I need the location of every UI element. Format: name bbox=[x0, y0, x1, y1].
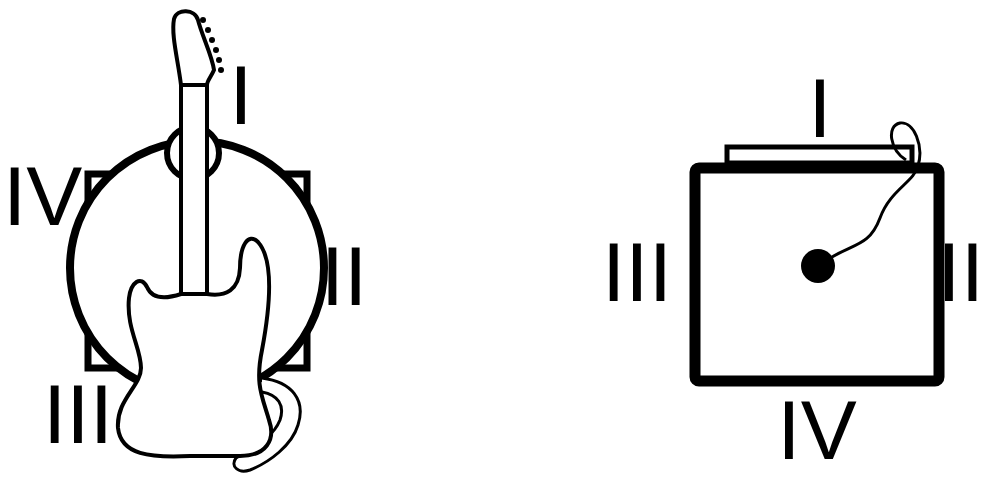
tuning-pegs bbox=[200, 17, 224, 73]
guitar-neck bbox=[181, 82, 207, 298]
guitar-body bbox=[118, 239, 271, 457]
roman-numeral: III bbox=[43, 372, 113, 456]
roman-numeral: III bbox=[602, 230, 672, 314]
roman-numeral: IV bbox=[777, 388, 856, 472]
amp-box bbox=[695, 168, 939, 381]
roman-numeral: II bbox=[937, 230, 984, 314]
roman-numeral: I bbox=[808, 66, 831, 150]
roman-numeral: I bbox=[229, 53, 252, 137]
guitar-headstock bbox=[173, 11, 214, 85]
jack-dot bbox=[801, 249, 835, 283]
roman-numeral: II bbox=[321, 234, 368, 318]
roman-numeral: IV bbox=[3, 154, 82, 238]
cord bbox=[818, 123, 920, 266]
